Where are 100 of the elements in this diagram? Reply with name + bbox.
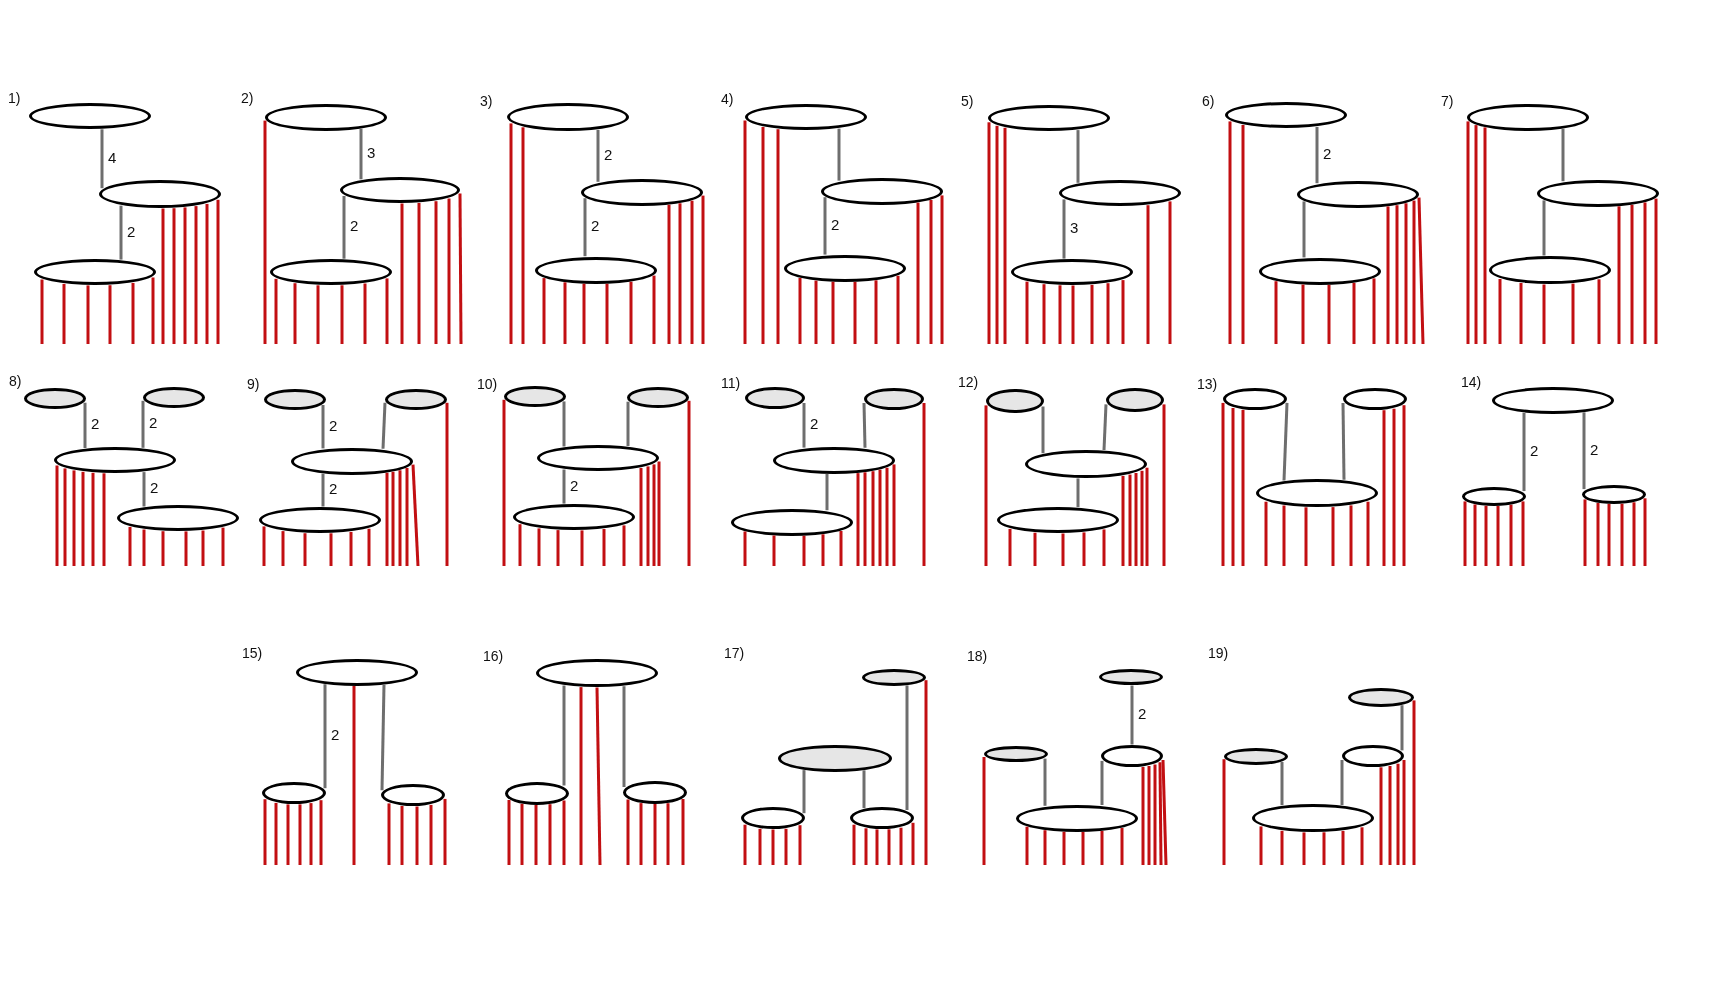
- external-line: [814, 280, 818, 344]
- external-line: [352, 686, 356, 865]
- external-line: [1301, 284, 1305, 344]
- connector-line: [596, 129, 600, 182]
- external-line: [367, 528, 371, 566]
- external-line: [1081, 832, 1085, 865]
- external-line: [1382, 410, 1386, 566]
- vertex-ellipse: [1462, 486, 1526, 506]
- vertex-ellipse: [507, 103, 629, 131]
- external-line: [1643, 498, 1647, 566]
- connector-line: [119, 205, 123, 260]
- external-line: [1349, 505, 1353, 566]
- external-line: [1280, 830, 1284, 865]
- external-line: [1042, 284, 1046, 344]
- external-line: [1222, 759, 1226, 865]
- external-line: [667, 204, 671, 344]
- connector-line: [1076, 478, 1080, 508]
- external-line: [899, 827, 903, 865]
- external-line: [916, 202, 920, 344]
- external-line: [1583, 499, 1587, 566]
- external-line: [1241, 409, 1245, 566]
- external-line: [605, 283, 609, 344]
- connector-line: [823, 197, 827, 255]
- external-line: [639, 803, 643, 865]
- external-line: [1372, 278, 1376, 344]
- external-line: [1654, 198, 1658, 344]
- external-line: [1396, 763, 1400, 865]
- connector-line: [1341, 402, 1346, 480]
- vertex-ellipse: [1016, 804, 1138, 832]
- external-line: [502, 399, 506, 566]
- vertex-ellipse: [731, 508, 853, 536]
- external-line: [1106, 283, 1110, 344]
- connector-line: [862, 770, 866, 809]
- external-line: [666, 803, 670, 865]
- external-line: [329, 533, 333, 566]
- connector-line: [1280, 762, 1284, 806]
- external-line: [349, 531, 353, 566]
- vertex-ellipse: [984, 746, 1048, 762]
- panel-number: 12): [958, 374, 979, 390]
- external-line: [1331, 507, 1335, 566]
- vertex-ellipse: [850, 807, 914, 829]
- external-line: [798, 278, 802, 344]
- external-line: [1473, 504, 1477, 566]
- vertex-ellipse: [535, 256, 657, 284]
- external-line: [743, 120, 747, 344]
- connector-line: [583, 198, 587, 257]
- panel-number: 18): [967, 648, 988, 664]
- external-line: [1121, 280, 1125, 344]
- external-line: [940, 195, 944, 344]
- connector-line: [321, 473, 325, 507]
- vertex-ellipse: [1101, 745, 1163, 767]
- external-line: [892, 464, 896, 566]
- external-line: [852, 824, 856, 865]
- external-line: [142, 529, 146, 566]
- external-line: [387, 803, 391, 865]
- external-line: [86, 285, 90, 344]
- connector-line: [342, 196, 346, 259]
- external-line: [579, 687, 583, 865]
- panel-number: 4): [721, 91, 734, 107]
- connector-line: [1062, 199, 1066, 259]
- external-line: [922, 403, 926, 566]
- connector-line: [381, 402, 387, 449]
- external-line: [798, 825, 802, 865]
- external-line: [316, 285, 320, 344]
- vertex-ellipse: [1297, 180, 1419, 208]
- external-line: [340, 285, 344, 344]
- external-line: [263, 120, 267, 344]
- vertex-ellipse: [1537, 179, 1659, 207]
- external-line: [1121, 475, 1125, 566]
- external-line: [1141, 767, 1145, 865]
- connector-line: [562, 685, 566, 786]
- connector-line: [622, 686, 626, 787]
- connector-line: [1100, 760, 1104, 805]
- external-line: [1521, 501, 1525, 566]
- external-line: [776, 129, 780, 344]
- vertex-ellipse: [745, 104, 867, 130]
- external-line: [458, 193, 463, 344]
- external-line: [1134, 473, 1138, 566]
- vertex-ellipse: [99, 180, 221, 208]
- external-line: [1484, 505, 1488, 566]
- external-line: [62, 283, 66, 344]
- external-line: [309, 803, 313, 865]
- external-line: [784, 828, 788, 865]
- external-line: [385, 278, 389, 344]
- connector-line: [825, 473, 829, 511]
- external-line: [411, 464, 420, 567]
- external-line: [1388, 766, 1392, 865]
- panel-number: 9): [247, 376, 260, 392]
- connector-line: [1282, 402, 1289, 481]
- connector-line: [1041, 406, 1045, 454]
- vertex-ellipse: [262, 782, 326, 804]
- external-line: [40, 279, 44, 344]
- vertex-ellipse: [34, 259, 156, 285]
- external-line: [274, 278, 278, 344]
- panel-number: 11): [721, 375, 741, 391]
- external-line: [995, 125, 999, 344]
- panel-number: 15): [242, 645, 263, 661]
- external-line: [102, 473, 106, 566]
- external-line: [293, 283, 297, 344]
- external-line: [1402, 760, 1406, 865]
